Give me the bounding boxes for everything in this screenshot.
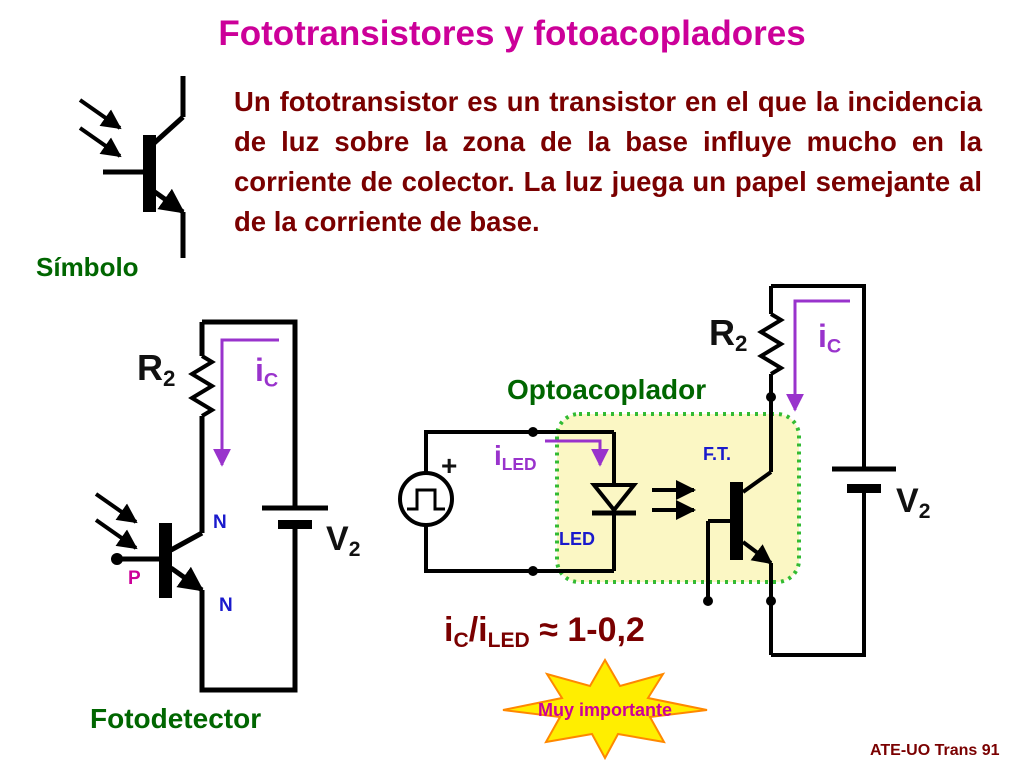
fotodetector-v2-label: V2 (326, 520, 361, 561)
led-label: LED (559, 529, 595, 549)
n-bottom-label: N (219, 595, 233, 616)
fotodetector-ic-label: iC (255, 352, 279, 392)
fotodetector-label: Fotodetector (90, 703, 262, 734)
phototransistor-symbol (78, 76, 186, 258)
description-text: Un fototransistor es un transistor en el… (234, 86, 982, 237)
ft-label: F.T. (703, 444, 732, 464)
footer-label: ATE-UO Trans 91 (870, 742, 1000, 759)
opto-ic-label: iC (818, 318, 842, 358)
ratio-formula: iC/iLED ≈ 1-0,2 (444, 611, 645, 652)
plus-sign: + (441, 450, 458, 481)
opto-r2-label: R2 (709, 312, 748, 357)
iled-label: iLED (494, 440, 537, 474)
page-title: Fototransistores y fotoacopladores (218, 14, 806, 53)
n-top-label: N (213, 512, 227, 533)
fotodetector-r2-label: R2 (137, 347, 176, 392)
p-label: P (128, 568, 141, 589)
optoacoplador-circuit (398, 284, 896, 657)
symbol-label: Símbolo (36, 252, 139, 282)
fotodetector-circuit (94, 319, 328, 693)
burst-label: Muy importante (537, 700, 672, 720)
opto-v2-label: V2 (896, 482, 931, 523)
optoacoplador-label: Optoacoplador (507, 374, 707, 405)
starburst-shape (502, 657, 708, 761)
